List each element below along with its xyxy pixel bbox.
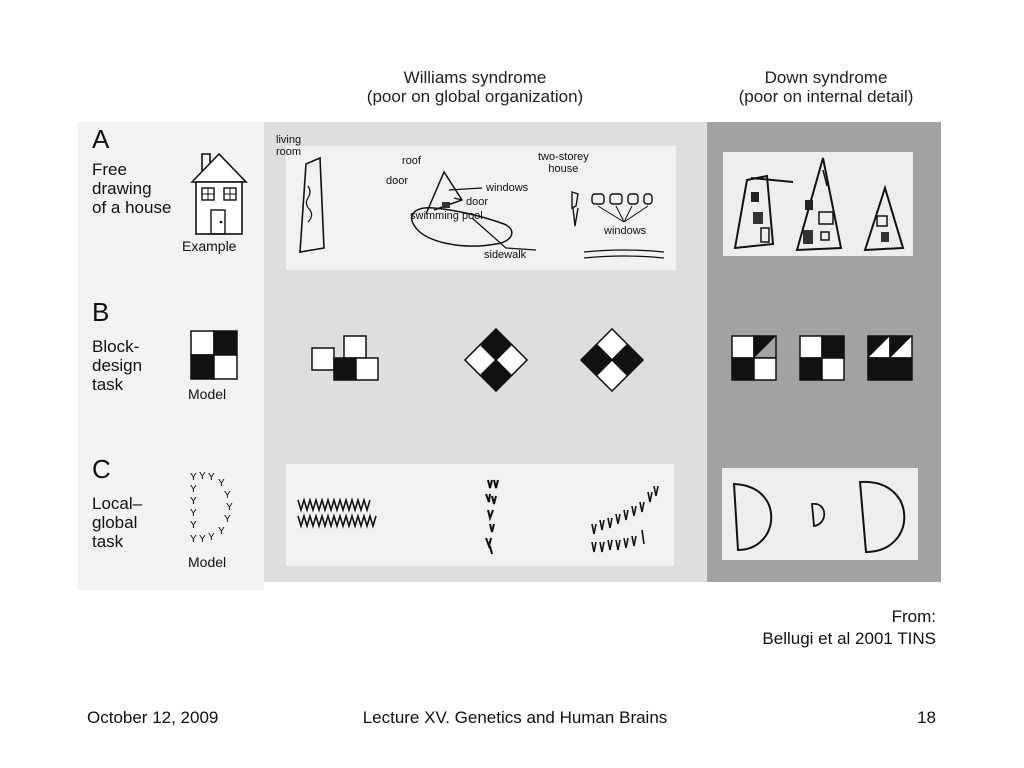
label-sidewalk: sidewalk <box>484 249 527 261</box>
row-c-task: Local– global task <box>92 494 143 551</box>
model-letter-y: Y <box>199 471 206 482</box>
williams-house-sketches <box>299 156 665 259</box>
down-header: Down syndrome (poor on internal detail) <box>708 68 944 106</box>
williams-subtitle: (poor on global organization) <box>366 87 584 106</box>
model-letter-y: Y <box>224 514 231 525</box>
block-model-caption: Model <box>188 386 227 402</box>
label-swimming-pool: swimming pool <box>410 210 483 222</box>
williams-block-designs <box>311 327 645 393</box>
down-title: Down syndrome <box>764 68 888 87</box>
row-b-task: Block- design task <box>92 337 143 394</box>
row-b-letter: B <box>92 297 110 327</box>
row-a-task: Free drawing of a house <box>92 160 172 217</box>
model-letter-y: Y <box>190 508 197 519</box>
down-subtitle: (poor on internal detail) <box>738 87 914 106</box>
label-living-room: living room <box>276 134 302 158</box>
model-letter-y: Y <box>190 520 197 531</box>
citation: From: Bellugi et al 2001 TINS <box>700 606 936 650</box>
label-door-2: door <box>466 196 489 208</box>
down-local-global-drawings <box>722 468 918 560</box>
model-letter-y: Y <box>218 526 225 537</box>
label-windows-2: windows <box>604 225 647 237</box>
williams-header: Williams syndrome (poor on global organi… <box>300 68 650 106</box>
local-global-model: Y Y Y Y Y Y Y Y Y Y Y Y Y Y Y <box>190 471 233 545</box>
row-a-letter: A <box>92 124 110 154</box>
footer-date: October 12, 2009 <box>87 708 219 727</box>
model-letter-y: Y <box>199 534 206 545</box>
label-door-1: door <box>386 175 409 187</box>
citation-source: Bellugi et al 2001 TINS <box>762 629 936 648</box>
block-model <box>190 330 238 380</box>
label-windows-1: windows <box>486 182 529 194</box>
model-letter-y: Y <box>226 502 233 513</box>
down-block-designs <box>731 335 913 381</box>
footer-page-number: 18 <box>917 708 936 727</box>
williams-house-drawings <box>286 146 676 270</box>
local-global-model-caption: Model <box>188 554 227 570</box>
model-letter-y: Y <box>190 496 197 507</box>
model-letter-y: Y <box>208 472 215 483</box>
model-letter-y: Y <box>218 478 225 489</box>
label-two-storey-house: two-storey house <box>538 151 589 175</box>
citation-from: From: <box>891 607 936 626</box>
example-caption: Example <box>182 238 237 254</box>
example-house-drawing <box>190 152 248 235</box>
down-house-sketches <box>733 157 905 252</box>
row-c-letter: C <box>92 454 111 484</box>
model-letter-y: Y <box>208 532 215 543</box>
footer-title: Lecture XV. Genetics and Human Brains <box>362 708 668 727</box>
model-letter-y: Y <box>190 484 197 495</box>
williams-local-global-sketches <box>297 479 659 555</box>
model-letter-y: Y <box>190 472 197 483</box>
model-letter-y: Y <box>190 534 197 545</box>
label-roof: roof <box>402 155 421 167</box>
williams-title: Williams syndrome <box>403 68 547 87</box>
down-local-global-sketches <box>732 480 906 554</box>
model-letter-y: Y <box>224 490 231 501</box>
